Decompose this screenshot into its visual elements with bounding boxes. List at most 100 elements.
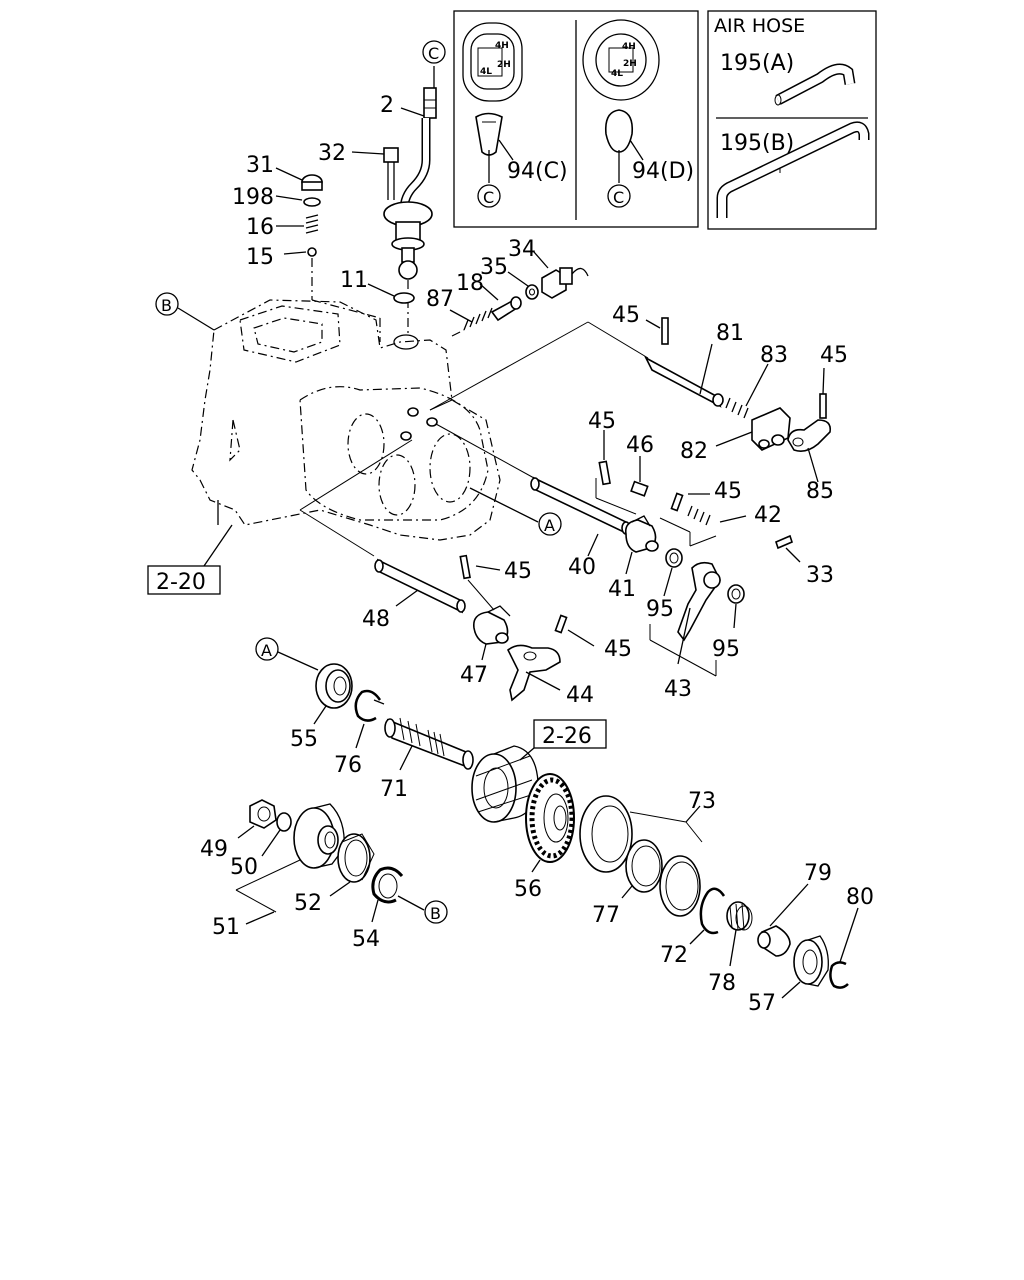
label-78: 78 <box>708 971 736 996</box>
label-198: 198 <box>232 185 274 210</box>
bolt-33 <box>775 534 793 550</box>
shift-rail-40-assembly: A 40 45 46 41 45 42 33 <box>299 407 834 602</box>
pad-95-a <box>665 548 683 568</box>
pin-45-c <box>598 460 611 486</box>
circled-ref-b-housing-text: B <box>161 296 172 315</box>
ref-box-2-20: 2-20 <box>147 500 233 595</box>
transfer-case-housing <box>191 299 501 541</box>
spring-42 <box>687 505 711 526</box>
ring-77 <box>625 839 663 893</box>
ref-box-2-26-text: 2-26 <box>542 724 592 749</box>
shift-rail-48-assembly: 48 45 47 45 44 <box>362 554 632 708</box>
label-55: 55 <box>290 727 318 752</box>
label-34: 34 <box>508 237 536 262</box>
gear-56 <box>525 773 575 863</box>
gear-56-assembly: 56 77 73 72 78 79 57 80 <box>514 773 874 1016</box>
ball-15 <box>307 247 317 257</box>
label-94c: 94(C) <box>507 159 568 184</box>
label-195b: 195(B) <box>720 131 794 156</box>
circled-ref-a-rail-text: A <box>544 516 555 535</box>
label-95-b: 95 <box>712 637 740 662</box>
air-hose-title: AIR HOSE <box>714 15 805 37</box>
washer-35 <box>525 284 539 300</box>
label-87: 87 <box>426 287 454 312</box>
label-44: 44 <box>566 683 594 708</box>
pattern-label-4l: 4L <box>480 67 492 77</box>
shift-rail-81-assembly: 45 81 83 82 45 85 <box>429 303 848 504</box>
label-56: 56 <box>514 877 542 902</box>
ref-box-2-26 <box>533 719 607 749</box>
label-51: 51 <box>212 915 240 940</box>
hose-a <box>776 65 854 104</box>
label-40: 40 <box>568 555 596 580</box>
label-42: 42 <box>754 503 782 528</box>
label-72: 72 <box>660 943 688 968</box>
hose-b <box>718 122 868 218</box>
oring-11 <box>393 292 415 304</box>
pad-95-b <box>727 584 745 604</box>
washer-198 <box>303 197 321 207</box>
circled-ref-c-2-text: C <box>613 188 624 207</box>
pattern-label-4h: 4H <box>495 41 509 51</box>
label-45-a: 45 <box>612 303 640 328</box>
pin-46 <box>630 480 649 497</box>
label-46: 46 <box>626 433 654 458</box>
spring-83 <box>725 397 749 419</box>
label-49: 49 <box>200 837 228 862</box>
label-18: 18 <box>456 271 484 296</box>
knob-c-side <box>475 112 503 156</box>
label-52: 52 <box>294 891 322 916</box>
circled-ref-b-housing: B <box>155 292 215 331</box>
label-76: 76 <box>334 753 362 778</box>
label-45-e: 45 <box>504 559 532 584</box>
air-hose-inset: AIR HOSE 195(A) 195(B) <box>707 10 877 230</box>
label-71: 71 <box>380 777 408 802</box>
circled-ref-b-flange <box>424 900 448 924</box>
label-83: 83 <box>760 343 788 368</box>
circled-ref-a-bearing-text: A <box>261 641 272 660</box>
label-11: 11 <box>340 268 368 293</box>
knob-d-side <box>604 109 634 153</box>
label-82: 82 <box>680 439 708 464</box>
label-45-b: 45 <box>820 343 848 368</box>
label-45-f: 45 <box>604 637 632 662</box>
circled-ref-c <box>477 184 501 208</box>
snap-ring-72 <box>699 887 726 935</box>
label-80: 80 <box>846 885 874 910</box>
label-45-d: 45 <box>714 479 742 504</box>
pattern-label-4l-d: 4L <box>611 69 623 79</box>
pin-45-b <box>819 393 827 419</box>
label-45-c: 45 <box>588 409 616 434</box>
pin-45-a <box>661 317 669 345</box>
bolt-32 <box>383 147 399 163</box>
flange-assembly: 49 50 B 54 52 51 <box>200 799 448 952</box>
label-195a: 195(A) <box>720 51 794 76</box>
switch-assembly: 87 18 35 34 <box>426 237 589 337</box>
spring-87 <box>463 307 493 331</box>
circled-ref-b-flange-text: B <box>430 904 441 923</box>
circled-ref-c-top-text: C <box>428 44 439 63</box>
bearing-57 <box>793 939 823 985</box>
shift-lever-assembly: C 2 32 31 198 16 15 11 <box>232 40 446 342</box>
air-hose-frame <box>707 10 877 230</box>
fork-43-assembly: 95 95 43 <box>646 517 745 702</box>
label-2: 2 <box>380 93 394 118</box>
label-32: 32 <box>318 141 346 166</box>
snap-ring-80 <box>829 961 849 989</box>
label-43: 43 <box>664 677 692 702</box>
shifter-inset: 4H 2H 4L 4H 2H 4L 94(C) C 94(D) C <box>453 10 699 228</box>
label-73: 73 <box>688 789 716 814</box>
label-47: 47 <box>460 663 488 688</box>
shifter-inset-frame <box>453 10 699 228</box>
seal-52 <box>337 833 371 883</box>
knob-c-top-view: 4H 2H 4L <box>462 22 523 102</box>
circled-ref-c-top <box>422 40 446 64</box>
label-79: 79 <box>804 861 832 886</box>
pin-45-e <box>459 554 471 580</box>
pattern-label-2h: 2H <box>497 60 511 70</box>
label-15: 15 <box>246 245 274 270</box>
label-33: 33 <box>806 563 834 588</box>
shaft-71 <box>386 718 472 770</box>
lever-85 <box>787 419 832 452</box>
